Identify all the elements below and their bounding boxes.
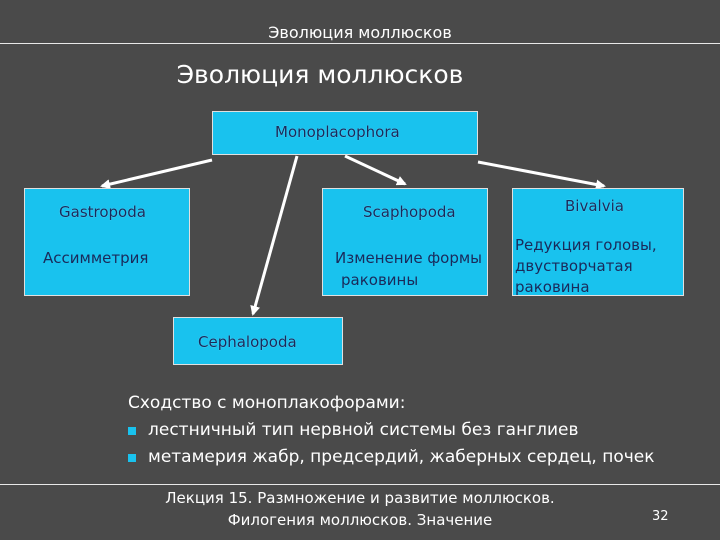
header-title: Эволюция моллюсков xyxy=(268,23,452,42)
gastropoda-description: Ассимметрия xyxy=(43,249,149,267)
similarity-item-text: метамерия жабр, предсердий, жаберных сер… xyxy=(148,447,655,467)
scaphopoda-box: Scaphopoda Изменение формы раковины xyxy=(322,188,488,296)
similarity-heading: Сходство с моноплакофорами: xyxy=(128,393,406,413)
scaphopoda-description-line1: Изменение формы xyxy=(335,249,483,267)
scaphopoda-description-line2: раковины xyxy=(341,271,419,289)
header-rule xyxy=(0,43,720,44)
bivalvia-description-line2: двустворчатая xyxy=(515,257,633,275)
cephalopoda-box: Cephalopoda xyxy=(173,317,343,365)
similarity-block: Сходство с моноплакофорами: лестничный т… xyxy=(128,390,655,471)
arrow-to-scaphopoda xyxy=(344,154,407,186)
page-number: 32 xyxy=(652,509,669,524)
bivalvia-description-line1: Редукция головы, xyxy=(515,236,657,254)
footer-rule xyxy=(0,484,720,485)
bullet-square-icon xyxy=(128,426,136,435)
arrow-to-bivalvia xyxy=(477,160,606,190)
gastropoda-box: Gastropoda Ассимметрия xyxy=(24,188,190,296)
slide-header: Эволюция моллюсков xyxy=(0,0,720,44)
bivalvia-description-line3: раковина xyxy=(515,278,590,296)
cephalopoda-label: Cephalopoda xyxy=(198,333,297,351)
similarity-item: метамерия жабр, предсердий, жаберных сер… xyxy=(128,444,655,471)
slide-footer: Лекция 15. Размножение и развитие моллюс… xyxy=(140,487,580,531)
bivalvia-box: Bivalvia Редукция головы, двустворчатая … xyxy=(512,188,684,296)
scaphopoda-label: Scaphopoda xyxy=(363,203,456,221)
slide-title: Эволюция моллюсков xyxy=(176,60,464,89)
monoplacophora-box: Monoplacophora xyxy=(212,111,478,155)
arrow-to-gastropoda xyxy=(100,158,213,190)
bullet-square-icon xyxy=(128,453,136,462)
arrow-to-cephalopoda xyxy=(250,155,299,316)
monoplacophora-label: Monoplacophora xyxy=(275,123,400,141)
footer-line-2: Филогения моллюсков. Значение xyxy=(227,511,493,529)
gastropoda-label: Gastropoda xyxy=(59,203,146,221)
bivalvia-label: Bivalvia xyxy=(565,197,624,215)
footer-line-1: Лекция 15. Размножение и развитие моллюс… xyxy=(165,489,555,507)
similarity-item: лестничный тип нервной системы без гангл… xyxy=(128,417,655,444)
similarity-item-text: лестничный тип нервной системы без гангл… xyxy=(148,420,579,440)
